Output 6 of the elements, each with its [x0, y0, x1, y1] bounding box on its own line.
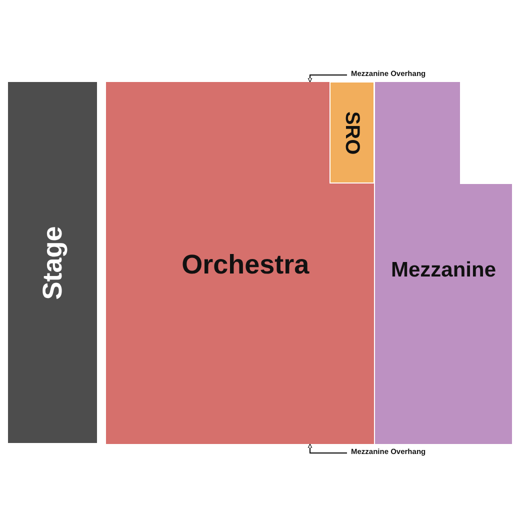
section-label: Mezzanine [390, 260, 496, 281]
leader-line [308, 74, 348, 82]
section-label: Orchestra [182, 251, 310, 278]
section-label: SRO [342, 110, 362, 154]
leader-line [308, 444, 348, 454]
section-label: Stage [39, 226, 66, 300]
